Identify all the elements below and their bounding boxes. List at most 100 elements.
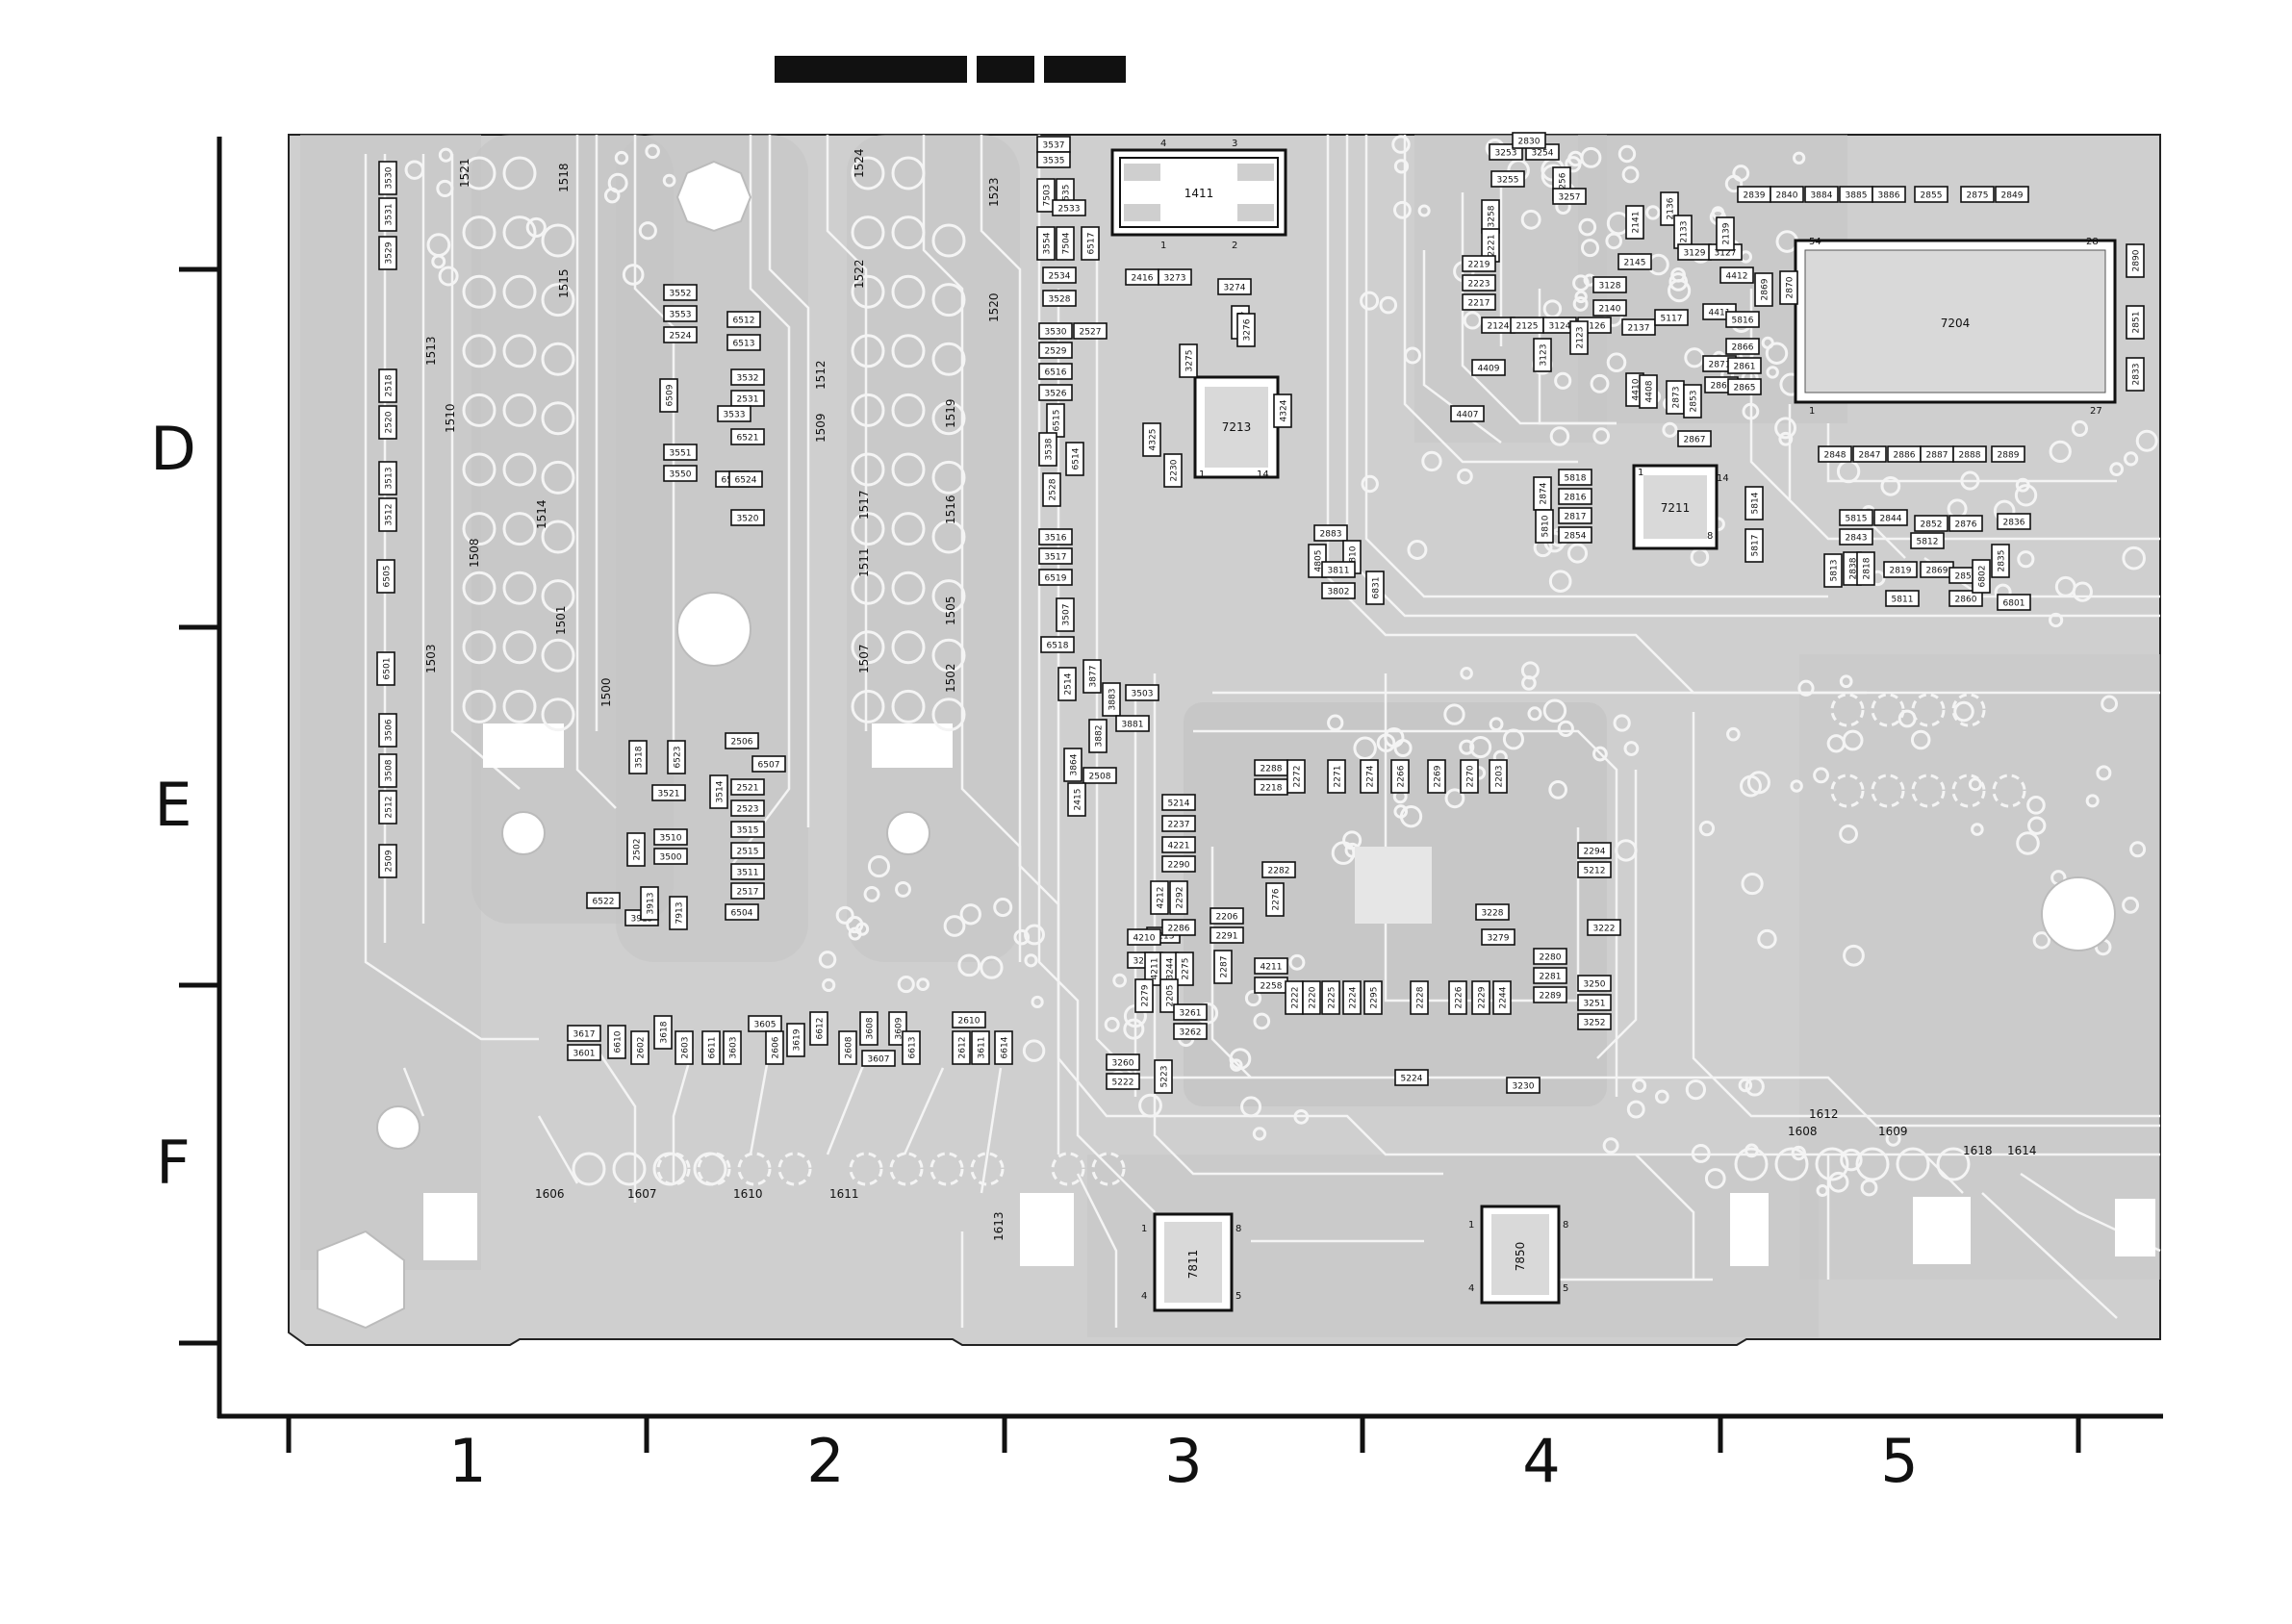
part-3607: 3607 bbox=[861, 1050, 896, 1067]
column-label-5: 5 bbox=[1880, 1426, 1918, 1496]
svg-text:4325: 4325 bbox=[1149, 429, 1159, 451]
part-2270: 2270 bbox=[1460, 759, 1479, 794]
svg-text:6524: 6524 bbox=[735, 476, 757, 486]
svg-text:3617: 3617 bbox=[573, 1030, 596, 1040]
svg-text:3253: 3253 bbox=[1495, 149, 1517, 159]
svg-text:2136: 2136 bbox=[1667, 197, 1676, 219]
part-2217: 2217 bbox=[1462, 293, 1496, 311]
svg-text:3553: 3553 bbox=[670, 311, 692, 320]
svg-text:2838: 2838 bbox=[1849, 557, 1859, 579]
part-2141: 2141 bbox=[1625, 205, 1644, 240]
part-3883: 3883 bbox=[1102, 682, 1121, 717]
part-3535: 3535 bbox=[1036, 151, 1071, 168]
svg-text:5813: 5813 bbox=[1830, 560, 1840, 582]
part-3506: 3506 bbox=[378, 713, 397, 748]
part-3802: 3802 bbox=[1321, 582, 1356, 599]
svg-text:2847: 2847 bbox=[1859, 451, 1881, 461]
svg-text:3250: 3250 bbox=[1584, 980, 1606, 990]
svg-text:2123: 2123 bbox=[1576, 327, 1586, 349]
svg-text:2221: 2221 bbox=[1488, 235, 1497, 257]
connector-blocks bbox=[423, 723, 2155, 1266]
connector-label-1516: 1516 bbox=[944, 495, 957, 524]
part-2523: 2523 bbox=[730, 799, 765, 817]
svg-text:3526: 3526 bbox=[1045, 390, 1067, 399]
part-5818: 5818 bbox=[1558, 469, 1592, 486]
ic-7850-pin-d: 5 bbox=[1563, 1283, 1568, 1294]
svg-text:2835: 2835 bbox=[1998, 550, 2007, 572]
svg-text:2854: 2854 bbox=[1565, 532, 1587, 542]
svg-text:2843: 2843 bbox=[1846, 534, 1868, 544]
part-2223: 2223 bbox=[1462, 274, 1496, 292]
part-2534: 2534 bbox=[1042, 266, 1077, 284]
part-3250: 3250 bbox=[1577, 975, 1612, 992]
part-6513: 6513 bbox=[726, 334, 761, 351]
ic-7213-label: 7213 bbox=[1222, 420, 1252, 434]
ic-7204-pin-b: 28 bbox=[2086, 237, 2099, 247]
part-6524: 6524 bbox=[728, 470, 763, 488]
svg-text:7504: 7504 bbox=[1062, 232, 1072, 254]
svg-text:2274: 2274 bbox=[1366, 765, 1376, 787]
part-3511: 3511 bbox=[730, 863, 765, 880]
svg-text:2289: 2289 bbox=[1540, 992, 1562, 1002]
row-label-D: D bbox=[150, 414, 196, 484]
part-5815: 5815 bbox=[1839, 509, 1873, 526]
part-2224: 2224 bbox=[1342, 980, 1362, 1015]
part-2230: 2230 bbox=[1163, 453, 1183, 488]
ic-7850-pin-a: 1 bbox=[1468, 1220, 1474, 1231]
row-label-F: F bbox=[156, 1128, 191, 1198]
svg-text:3275: 3275 bbox=[1185, 350, 1195, 372]
svg-text:3607: 3607 bbox=[868, 1055, 890, 1065]
svg-text:2217: 2217 bbox=[1468, 299, 1490, 309]
part-3255: 3255 bbox=[1490, 170, 1525, 188]
part-3275: 3275 bbox=[1179, 343, 1198, 378]
part-3550: 3550 bbox=[663, 465, 698, 482]
part-2206: 2206 bbox=[1210, 907, 1244, 925]
ic-7850-pin-b: 8 bbox=[1563, 1220, 1568, 1231]
svg-text:2279: 2279 bbox=[1141, 984, 1151, 1006]
part-3537: 3537 bbox=[1036, 136, 1071, 153]
part-2867: 2867 bbox=[1677, 430, 1712, 447]
connector-label-1503: 1503 bbox=[424, 644, 438, 673]
svg-text:6514: 6514 bbox=[1072, 447, 1082, 469]
ic-1411-pin-b: 3 bbox=[1232, 139, 1237, 149]
svg-text:5818: 5818 bbox=[1565, 474, 1587, 484]
svg-text:2848: 2848 bbox=[1824, 451, 1846, 461]
svg-text:6505: 6505 bbox=[383, 566, 393, 588]
part-6519: 6519 bbox=[1038, 569, 1073, 586]
part-3619: 3619 bbox=[786, 1023, 805, 1057]
svg-text:2266: 2266 bbox=[1397, 765, 1407, 787]
svg-text:3123: 3123 bbox=[1540, 344, 1549, 367]
svg-text:2608: 2608 bbox=[845, 1036, 854, 1058]
svg-text:2840: 2840 bbox=[1776, 191, 1798, 201]
part-6517: 6517 bbox=[1081, 226, 1100, 261]
svg-text:3551: 3551 bbox=[670, 449, 692, 459]
svg-text:6509: 6509 bbox=[666, 384, 675, 406]
svg-text:3601: 3601 bbox=[573, 1050, 596, 1059]
svg-text:3251: 3251 bbox=[1584, 1000, 1606, 1009]
grid-ticks bbox=[179, 266, 2081, 1453]
svg-text:5815: 5815 bbox=[1846, 515, 1868, 524]
part-2833: 2833 bbox=[2126, 357, 2145, 392]
part-5214: 5214 bbox=[1161, 794, 1196, 811]
part-3521: 3521 bbox=[651, 784, 686, 801]
connector-label-1515: 1515 bbox=[557, 268, 571, 298]
part-3228: 3228 bbox=[1475, 903, 1510, 921]
connector-label-1523: 1523 bbox=[987, 177, 1001, 207]
connector-pad-strings bbox=[462, 156, 2026, 1186]
svg-text:2287: 2287 bbox=[1220, 956, 1230, 978]
svg-text:6513: 6513 bbox=[733, 340, 755, 349]
part-4412: 4412 bbox=[1719, 266, 1754, 284]
svg-text:6517: 6517 bbox=[1087, 233, 1097, 255]
part-4324: 4324 bbox=[1273, 393, 1292, 428]
svg-text:4212: 4212 bbox=[1157, 887, 1166, 909]
column-label-2: 2 bbox=[806, 1426, 844, 1496]
svg-text:2876: 2876 bbox=[1955, 520, 1977, 530]
part-2874: 2874 bbox=[1533, 476, 1552, 511]
part-2133: 2133 bbox=[1673, 215, 1693, 249]
part-2140: 2140 bbox=[1592, 299, 1627, 317]
part-2854: 2854 bbox=[1558, 526, 1592, 544]
svg-text:3513: 3513 bbox=[385, 468, 395, 490]
connector-label-1508: 1508 bbox=[468, 538, 481, 568]
svg-text:2517: 2517 bbox=[737, 888, 759, 898]
svg-text:2869: 2869 bbox=[1926, 567, 1948, 576]
